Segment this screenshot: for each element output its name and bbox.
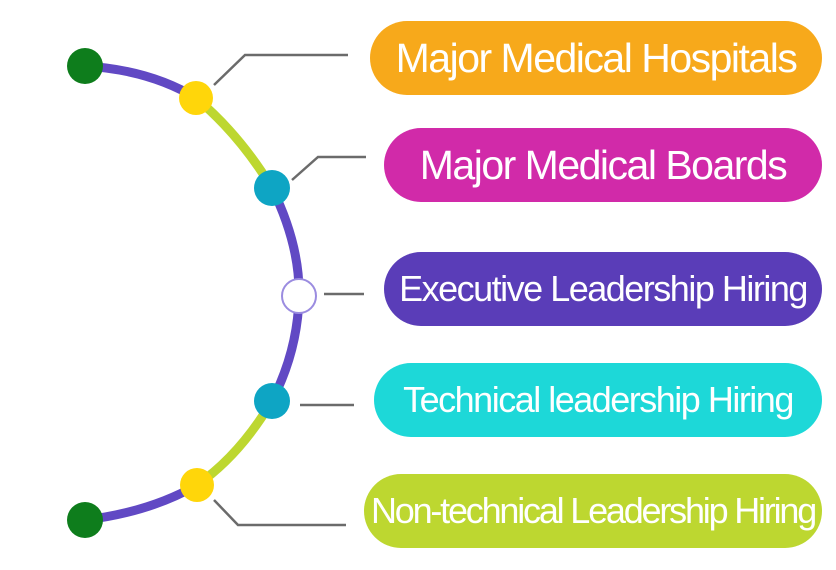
label-pill-major-medical-boards: Major Medical Boards <box>384 128 822 202</box>
connector-line-5 <box>213 499 346 527</box>
pill-label: Executive Leadership Hiring <box>399 268 808 309</box>
pill-label: Major Medical Hospitals <box>395 34 798 81</box>
label-pill-major-medical-hospitals: Major Medical Hospitals <box>370 21 822 95</box>
node-yellow-top <box>179 81 213 115</box>
pill-label: Technical leadership Hiring <box>403 379 794 420</box>
pill-label: Major Medical Boards <box>419 141 788 188</box>
label-pill-technical-leadership-hiring: Technical leadership Hiring <box>374 363 822 437</box>
connector-line-2 <box>291 155 366 181</box>
label-pill-executive-leadership-hiring: Executive Leadership Hiring <box>384 252 822 326</box>
pill-label: Non-technical Leadership Hiring <box>370 490 817 531</box>
connector-line-1 <box>213 53 348 86</box>
node-teal-top <box>254 170 290 206</box>
endpoint-node-bottom <box>67 502 103 538</box>
node-teal-bottom <box>254 383 290 419</box>
node-yellow-bottom <box>180 468 214 502</box>
endpoint-node-top <box>67 48 103 84</box>
label-pill-non-technical-leadership-hiring: Non-technical Leadership Hiring <box>364 474 822 548</box>
node-center <box>281 278 317 314</box>
